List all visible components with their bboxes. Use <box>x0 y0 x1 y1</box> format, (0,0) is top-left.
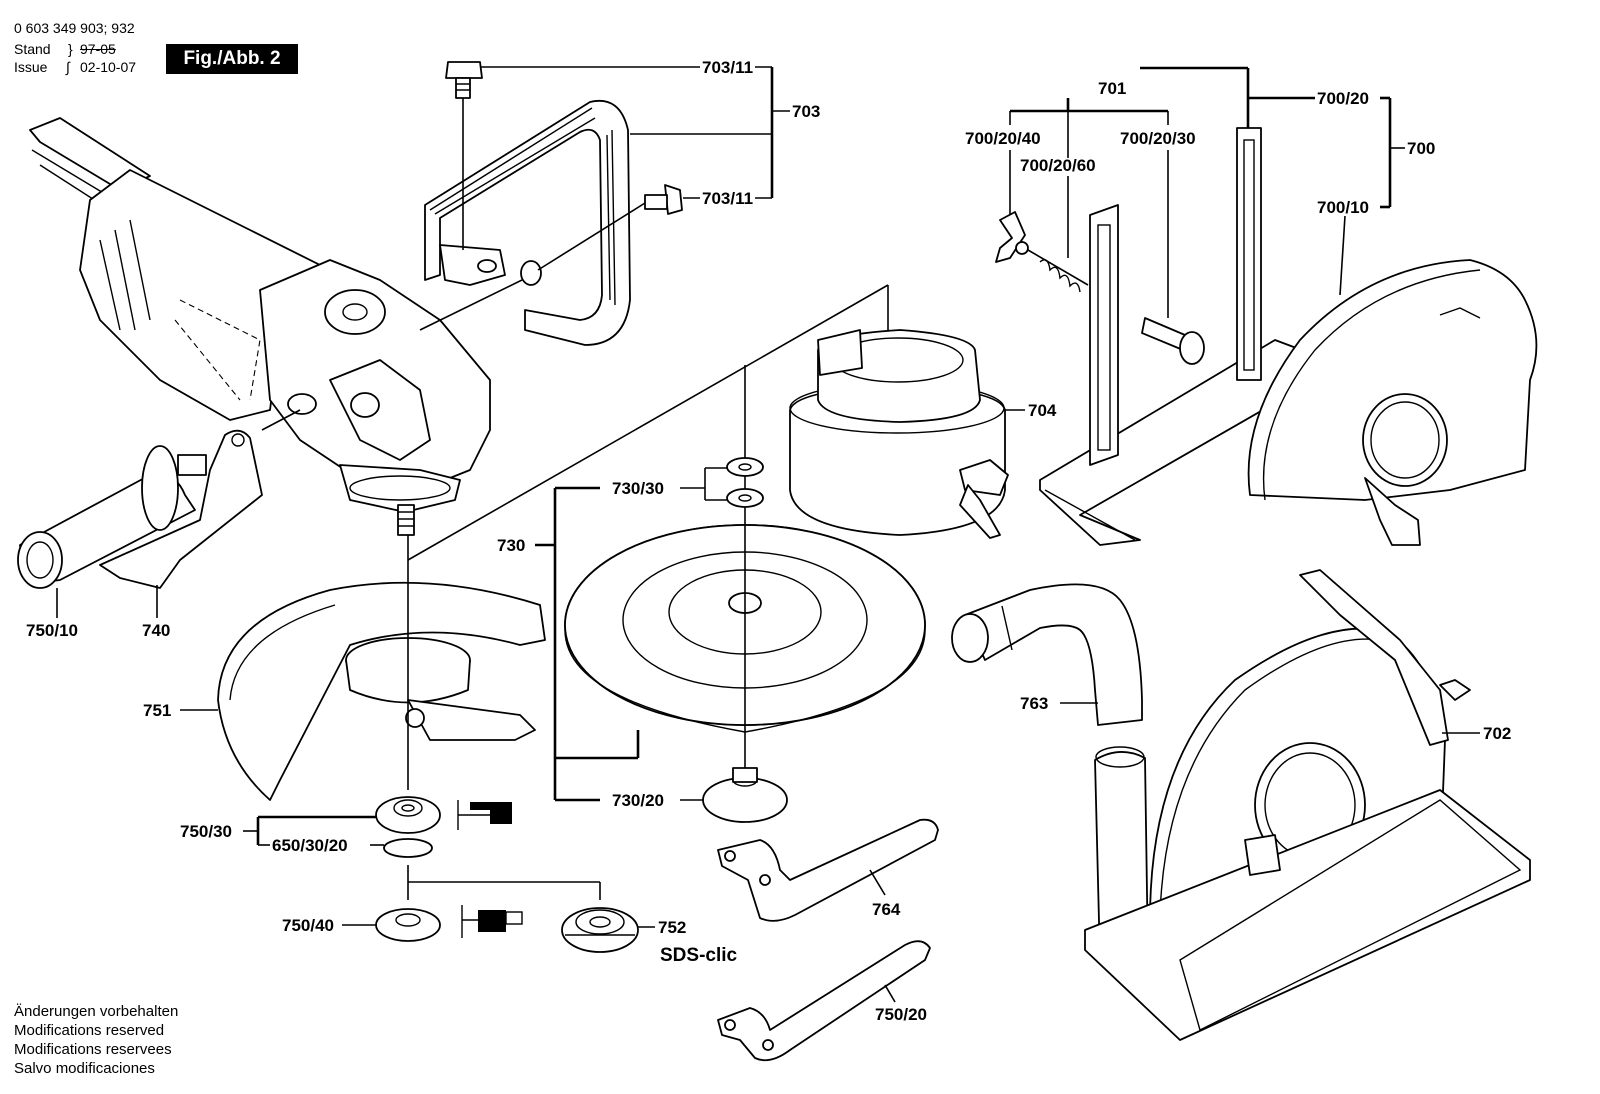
label-704: 704 <box>1028 401 1057 420</box>
stand-brace: } <box>68 41 73 57</box>
label-650-30-20: 650/30/20 <box>272 836 348 855</box>
wheel-guard-751 <box>217 581 546 801</box>
label-700-20-60: 700/20/60 <box>1020 156 1096 175</box>
backing-flange-730-20 <box>702 767 788 823</box>
label-763: 763 <box>1020 694 1048 713</box>
spring-700-20-60 <box>1039 259 1081 293</box>
modification-notes: Änderungen vorbehalten Modifications res… <box>14 1002 178 1078</box>
leader-lines <box>56 66 1480 1003</box>
note-en: Modifications reserved <box>14 1022 165 1039</box>
label-751: 751 <box>143 701 171 720</box>
label-730-20: 730/20 <box>612 791 664 810</box>
extraction-hose-763 <box>951 583 1143 726</box>
quick-nut-752 <box>561 907 639 953</box>
label-700-20: 700/20 <box>1317 89 1369 108</box>
label-740: 740 <box>142 621 170 640</box>
sds-clic-logo: SDS-clic <box>660 945 738 966</box>
label-700-20-40: 700/20/40 <box>965 129 1041 148</box>
issue-label: Issue <box>14 59 48 75</box>
part-labels: 703/11 703 703/11 701 700/20 700 700/20/… <box>26 58 1511 1024</box>
figure-badge: Fig./Abb. 2 <box>166 44 298 74</box>
spanner-symbol-icon <box>457 800 523 938</box>
o-ring-650-30-20 <box>383 838 433 858</box>
label-700-20-30: 700/20/30 <box>1120 129 1196 148</box>
assembly-line <box>407 284 889 561</box>
label-701: 701 <box>1098 79 1126 98</box>
extraction-hood-704 <box>789 329 1009 539</box>
flange-750-40 <box>375 908 441 942</box>
label-703: 703 <box>792 102 820 121</box>
wing-screw-700-20-40 <box>995 211 1089 286</box>
label-702: 702 <box>1483 724 1511 743</box>
label-703-11-right: 703/11 <box>702 189 753 208</box>
flange-750-30 <box>375 796 441 834</box>
label-703-11-top: 703/11 <box>702 58 753 77</box>
label-730-30: 730/30 <box>612 479 664 498</box>
label-764: 764 <box>872 900 901 919</box>
side-handle-750-10 <box>17 445 207 589</box>
label-750-40: 750/40 <box>282 916 334 935</box>
spanner-750-20 <box>717 940 931 1062</box>
guide-bracket-700-20 <box>1039 127 1316 546</box>
handle-bracket-740 <box>99 409 301 589</box>
issue-brace: ∫ <box>66 59 70 75</box>
label-750-20: 750/20 <box>875 1005 927 1024</box>
issue-value: 02-10-07 <box>80 59 137 75</box>
stand-value: 97-05 <box>80 41 116 57</box>
label-750-30: 750/30 <box>180 822 232 841</box>
screw-700-20-30 <box>1141 317 1205 365</box>
note-de: Änderungen vorbehalten <box>14 1003 179 1020</box>
label-750-10: 750/10 <box>26 621 78 640</box>
note-fr: Modifications reservees <box>14 1041 172 1058</box>
label-700: 700 <box>1407 139 1435 158</box>
spanner-764 <box>717 818 939 922</box>
stand-label: Stand <box>14 41 51 57</box>
washer-730-30-b <box>726 488 764 508</box>
label-752: 752 <box>658 918 686 937</box>
cutting-guide-702 <box>1084 569 1531 1041</box>
washer-730-30-a <box>726 457 764 477</box>
part-number: 0 603 349 903; 932 <box>14 20 135 36</box>
note-es: Salvo modificaciones <box>14 1060 155 1077</box>
bow-handle-703 <box>419 61 683 346</box>
label-730: 730 <box>497 536 525 555</box>
angle-grinder <box>29 117 491 536</box>
label-700-10: 700/10 <box>1317 198 1369 217</box>
cutting-guard-700-10 <box>1247 259 1538 546</box>
